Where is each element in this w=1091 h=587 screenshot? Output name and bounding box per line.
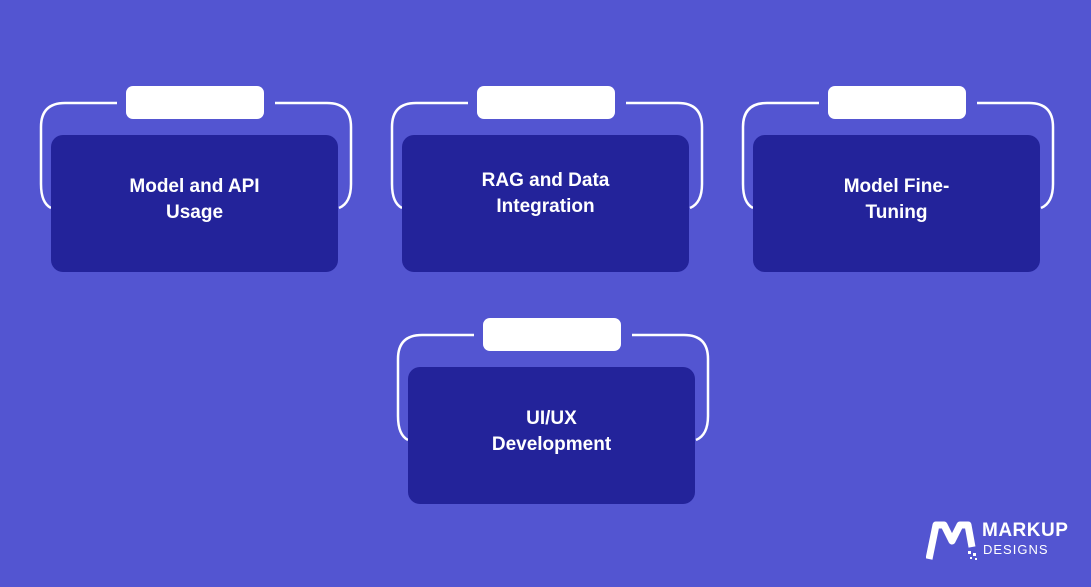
tab-block: [483, 318, 621, 351]
brand-logo: MARKUP DESIGNS: [926, 519, 1076, 565]
tab-block: [126, 86, 264, 119]
bracket-frame: [396, 333, 710, 442]
box-model-fine-tuning: Model Fine-Tuning: [741, 86, 1061, 286]
card: UI/UX Development: [408, 367, 695, 504]
logo-subtitle: DESIGNS: [983, 542, 1049, 557]
card: RAG and Data Integration: [402, 135, 689, 272]
tab-block: [477, 86, 615, 119]
box-rag-data-integration: RAG and Data Integration: [390, 86, 710, 286]
tab-block: [828, 86, 966, 119]
m-logo-icon: [926, 521, 977, 560]
card: Model Fine-Tuning: [753, 135, 1040, 272]
box-ui-ux-development: UI/UX Development: [396, 318, 716, 518]
bracket-frame: [741, 101, 1055, 210]
bracket-frame: [39, 101, 353, 210]
card: Model and API Usage: [51, 135, 338, 272]
card-label: UI/UX Development: [491, 407, 612, 455]
card-label: RAG and Data Integration: [481, 169, 610, 217]
card-label: Model and API Usage: [129, 175, 260, 223]
card-label: Model Fine-Tuning: [843, 175, 950, 223]
logo-wordmark: MARKUP: [982, 520, 1069, 541]
box-model-api-usage: Model and API Usage: [39, 86, 359, 286]
bracket-frame: [390, 101, 704, 210]
